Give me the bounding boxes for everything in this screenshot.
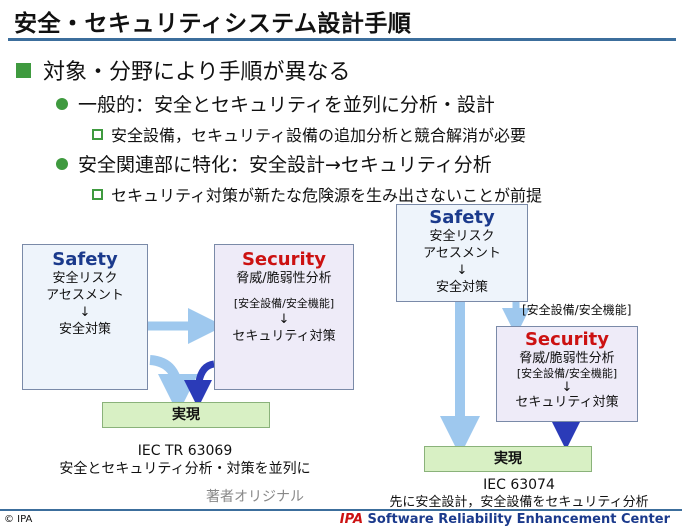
hollow-square-bullet-icon — [92, 128, 103, 140]
circle-bullet-icon — [56, 97, 68, 110]
bullet-item2-sub: セキュリティ対策が新たな危険源を生み出さないことが前提 — [92, 182, 542, 206]
title-divider — [8, 38, 676, 41]
bullet-item1-sub-text: 安全設備，セキュリティ設備の追加分析と競合解消が必要 — [111, 126, 527, 145]
right-safety-line: ↓ — [456, 263, 468, 278]
left-caption-standard: IEC TR 63069 — [137, 443, 233, 459]
footer-divider — [0, 509, 682, 511]
arrow-security-to-realize — [184, 360, 215, 408]
right-bracket-label: [安全設備/安全機能] — [522, 303, 632, 317]
bullet-item2-sub-text: セキュリティ対策が新たな危険源を生み出さないことが前提 — [111, 186, 543, 205]
left-security-arrow: ↓ — [278, 312, 290, 327]
square-bullet-icon — [16, 62, 31, 78]
right-caption-description: 先に安全設計，安全設備をセキュリティ分析 — [389, 495, 649, 510]
bullet-item1-sub: 安全設備，セキュリティ設備の追加分析と競合解消が必要 — [92, 122, 526, 146]
left-security-line1: 脅威/脆弱性分析 — [236, 271, 332, 286]
right-security-line2: セキュリティ対策 — [515, 395, 619, 410]
footer-brand: IPA Software Reliability Enhancement Cen… — [340, 512, 670, 527]
left-realize-label: 実現 — [172, 407, 200, 423]
left-security-bracket: [安全設備/安全機能] — [233, 297, 335, 310]
right-security-bracket: [安全設備/安全機能] — [516, 367, 618, 380]
hollow-square-bullet-icon — [92, 188, 103, 200]
circle-bullet-icon — [56, 157, 68, 170]
bullet-level1: 対象・分野により手順が異なる — [16, 54, 351, 86]
right-safety-line: 安全リスク — [429, 229, 495, 244]
bullet-item1-text: 一般的：安全とセキュリティを並列に分析・設計 — [78, 94, 495, 116]
right-safety-box: Safety 安全リスク アセスメント ↓ 安全対策 — [396, 204, 528, 302]
right-caption-standard: IEC 63074 — [483, 477, 555, 493]
copyright: © IPA — [4, 514, 33, 525]
author-note: 著者オリジナル — [206, 489, 304, 505]
footer-org-name: Software Reliability Enhancement Center — [363, 512, 670, 527]
bullet-item1: 一般的：安全とセキュリティを並列に分析・設計 — [56, 90, 495, 117]
right-security-arrow: ↓ — [561, 380, 573, 395]
right-safety-title: Safety — [429, 207, 495, 228]
left-safety-box: Safety 安全リスク アセスメント ↓ 安全対策 — [22, 244, 148, 390]
right-security-line1: 脅威/脆弱性分析 — [519, 351, 615, 366]
right-caption: IEC 63074 先に安全設計，安全設備をセキュリティ分析 — [356, 476, 682, 512]
left-caption: IEC TR 63069 安全とセキュリティ分析・対策を並列に — [20, 442, 350, 478]
right-safety-line: 安全対策 — [435, 280, 488, 295]
left-safety-title: Safety — [52, 249, 118, 270]
arrow-safety-to-realize — [149, 355, 198, 414]
left-safety-line: 安全対策 — [58, 322, 111, 337]
left-security-title: Security — [241, 249, 327, 270]
slide-title: 安全・セキュリティシステム設計手順 — [14, 11, 412, 37]
left-safety-line: アセスメント — [46, 288, 124, 303]
left-security-box: Security 脅威/脆弱性分析 [安全設備/安全機能] ↓ セキュリティ対策 — [214, 244, 354, 390]
bullet-level1-text: 対象・分野により手順が異なる — [43, 60, 351, 85]
bullet-item2-text: 安全関連部に特化：安全設計→セキュリティ分析 — [78, 154, 492, 176]
left-realize-box: 実現 — [102, 402, 270, 428]
right-security-box: Security 脅威/脆弱性分析 [安全設備/安全機能] ↓ セキュリティ対策 — [496, 326, 638, 422]
right-realize-box: 実現 — [424, 446, 592, 472]
left-caption-description: 安全とセキュリティ分析・対策を並列に — [59, 461, 311, 477]
right-security-title: Security — [524, 329, 610, 350]
left-safety-line: ↓ — [79, 305, 91, 320]
right-safety-line: アセスメント — [423, 246, 501, 261]
right-realize-label: 実現 — [494, 451, 522, 467]
bullet-item2: 安全関連部に特化：安全設計→セキュリティ分析 — [56, 150, 492, 177]
ipa-logo-text: IPA — [339, 512, 364, 527]
left-security-line2: セキュリティ対策 — [232, 329, 336, 344]
left-safety-line: 安全リスク — [52, 271, 118, 286]
